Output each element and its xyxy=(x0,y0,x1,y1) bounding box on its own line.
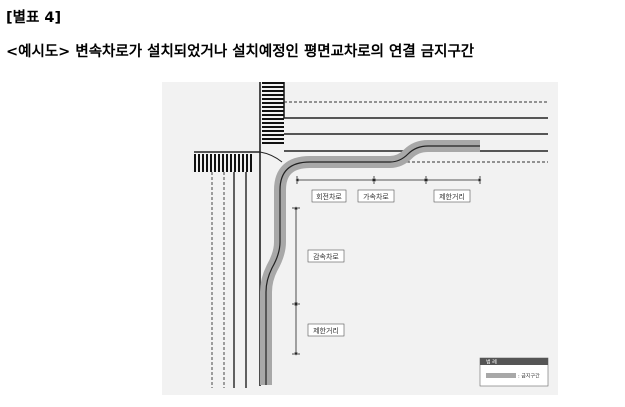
svg-text:감속차로: 감속차로 xyxy=(313,252,339,261)
svg-text:가속차로: 가속차로 xyxy=(363,192,389,201)
svg-text:회전차로: 회전차로 xyxy=(316,192,342,201)
legend: 범 례 : 금지구간 xyxy=(479,357,549,387)
vertical-dimension xyxy=(292,206,300,356)
label-turn-lane: 회전차로 xyxy=(311,189,347,203)
label-decel-lane: 감속차로 xyxy=(307,249,345,263)
table-number-heading: [별표 4] xyxy=(6,10,62,26)
diagram-title: <예시도> 변속차로가 설치되었거나 설치예정인 평면교차로의 연결 금지구간 xyxy=(6,44,475,60)
legend-swatch xyxy=(486,373,516,378)
svg-text:제한거리: 제한거리 xyxy=(313,326,339,335)
legend-title: 범 례 xyxy=(486,359,497,366)
intersection-diagram: 회전차로 가속차로 제한거리 감속차로 제한거리 범 례 : 금지구간 xyxy=(162,82,558,395)
diagram-frame xyxy=(162,82,558,395)
corner-curve xyxy=(259,151,283,163)
turning-lane-line xyxy=(265,145,480,385)
legend-item-label: : 금지구간 xyxy=(518,373,540,380)
crosswalk-north xyxy=(262,82,284,144)
horizontal-dimension xyxy=(295,176,482,184)
svg-text:제한거리: 제한거리 xyxy=(439,192,465,201)
label-limit-distance-vertical: 제한거리 xyxy=(307,323,345,337)
label-accel-lane: 가속차로 xyxy=(357,189,395,203)
label-limit-distance-horizontal: 제한거리 xyxy=(433,189,471,203)
crosswalk-west xyxy=(194,154,254,172)
